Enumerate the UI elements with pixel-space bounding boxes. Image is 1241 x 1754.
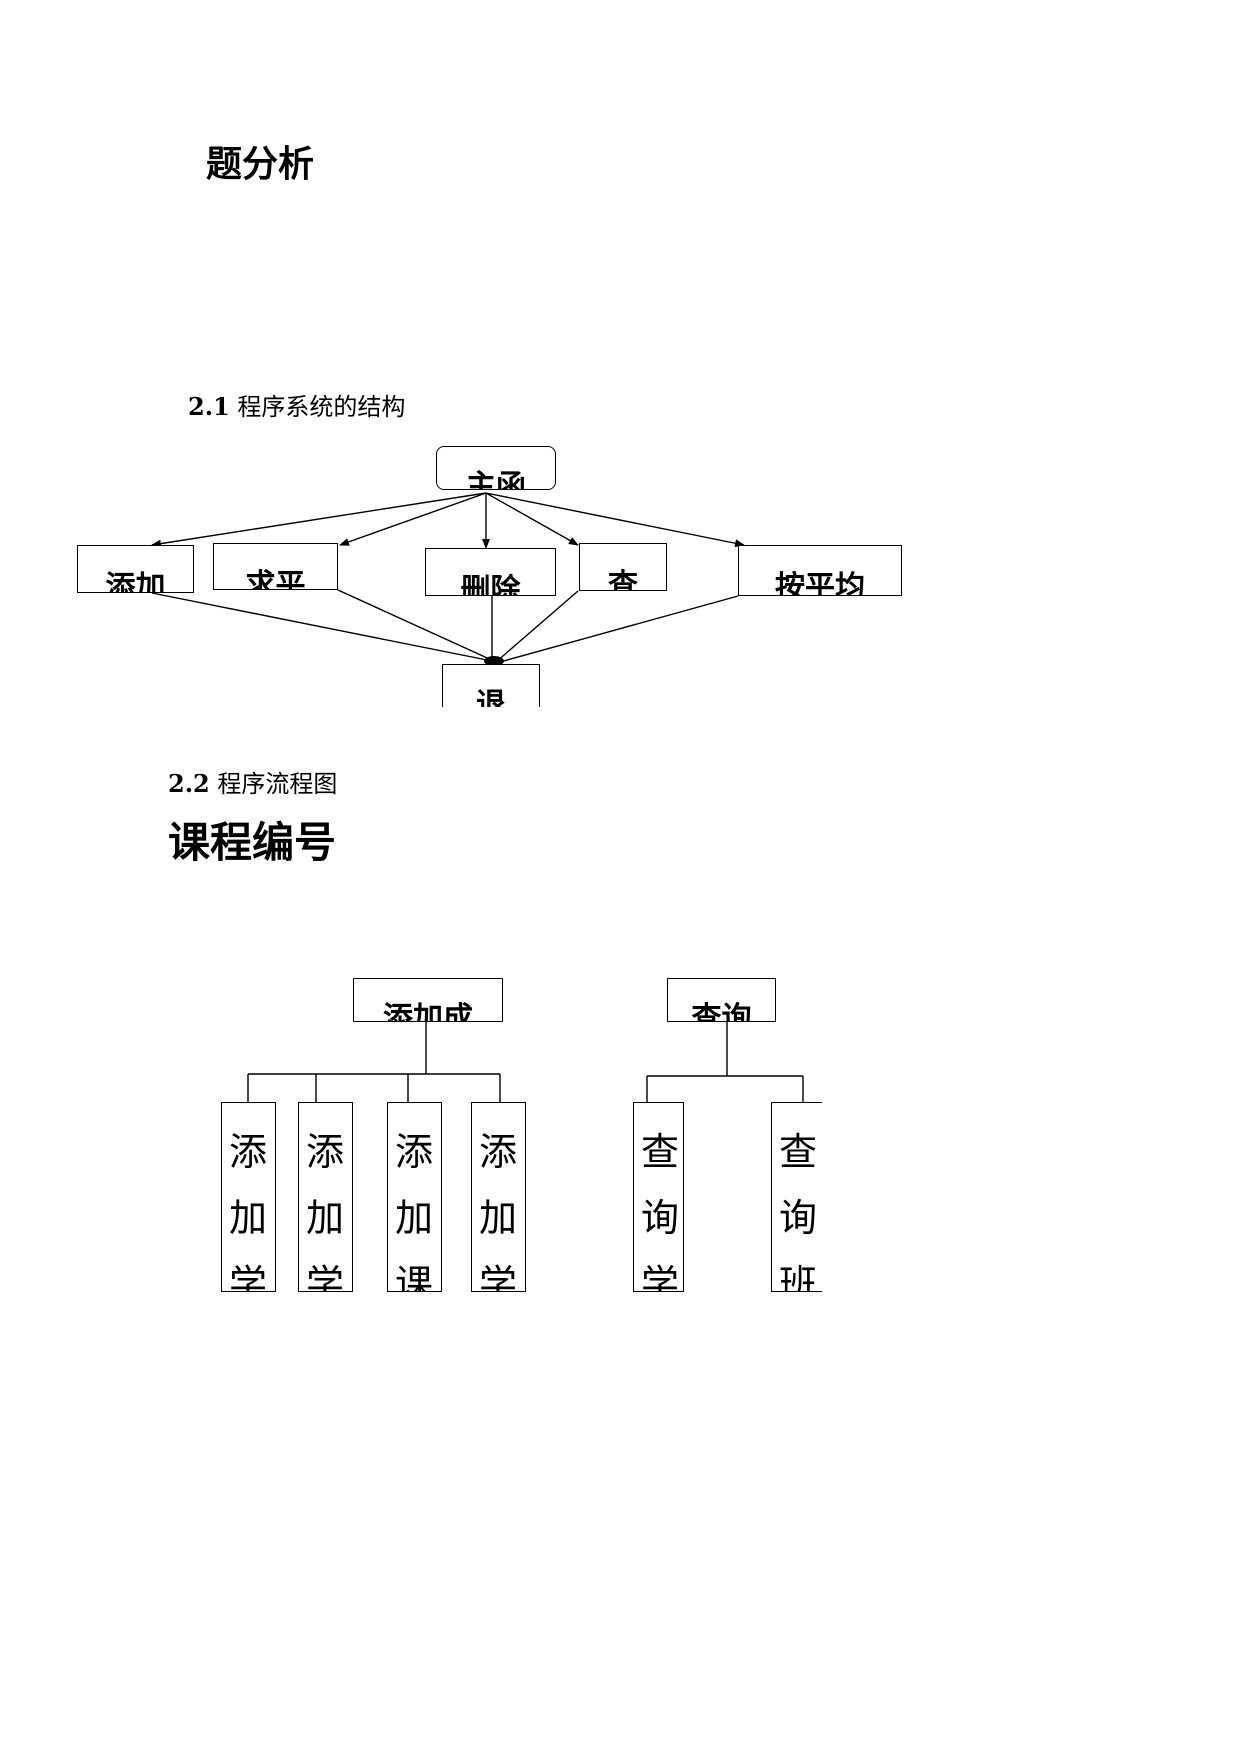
flow-child-query-student: 查询学: [633, 1102, 684, 1292]
node-label: 查询学: [640, 1130, 679, 1292]
flow-child-add-student-2: 添加学: [298, 1102, 353, 1292]
node-add: 添加: [77, 545, 194, 593]
node-average: 求平: [213, 543, 338, 590]
flow-child-add-course: 添加课: [387, 1102, 442, 1292]
node-label: 添加课: [394, 1130, 433, 1292]
node-label: 退: [476, 687, 506, 707]
node-exit: 退: [442, 664, 540, 707]
section-number: 2.2: [168, 769, 210, 798]
section-heading-2-2: 2.2 程序流程图: [168, 769, 338, 798]
node-label: 添加学: [305, 1130, 344, 1292]
flow-child-add-student-1: 添加学: [221, 1102, 276, 1292]
node-delete: 删除: [425, 548, 556, 596]
flow-group-1-lines: [247, 1022, 501, 1102]
flow-child-query-class: 查询班: [771, 1102, 822, 1292]
flow-parent-add-score: 添加成: [353, 978, 503, 1022]
structure-arrows: [151, 492, 745, 663]
arrow-to-query: [485, 492, 579, 546]
section-text: 程序流程图: [217, 770, 338, 798]
section-number: 2.1: [188, 392, 230, 421]
node-label: 添加学: [478, 1130, 517, 1292]
node-label: 添加学: [228, 1130, 267, 1292]
line-sort-exit: [499, 595, 739, 663]
node-label: 删除: [460, 573, 521, 596]
flow-child-add-student-3: 添加学: [471, 1102, 526, 1292]
flow-parent-query: 查询: [667, 978, 776, 1022]
node-sort-by-average: 按平均: [738, 545, 902, 596]
node-query: 查: [579, 543, 667, 591]
section-text: 程序系统的结构: [237, 393, 406, 421]
node-label: 按平均: [775, 570, 865, 596]
line-query-exit: [495, 590, 579, 663]
section-heading-2-1: 2.1 程序系统的结构: [188, 392, 406, 421]
line-avg-exit: [337, 589, 497, 663]
node-main-function: 主函: [436, 446, 556, 490]
subheading: 课程编号: [168, 818, 337, 867]
page-title: 题分析: [206, 143, 315, 185]
node-label: 查: [608, 568, 638, 591]
node-label: 添加: [105, 570, 166, 593]
arrow-to-avg: [339, 492, 487, 546]
merge-point: [484, 656, 504, 666]
node-label: 查询班: [778, 1130, 817, 1292]
arrow-to-add: [151, 492, 487, 548]
node-label: 求平: [245, 568, 306, 590]
arrow-to-sort: [485, 492, 745, 548]
node-label: 添加成: [383, 1001, 473, 1022]
flow-group-2-lines: [646, 1022, 804, 1102]
line-add-exit: [151, 592, 493, 662]
node-label: 查询: [691, 1001, 752, 1022]
node-label: 主函: [466, 469, 526, 490]
